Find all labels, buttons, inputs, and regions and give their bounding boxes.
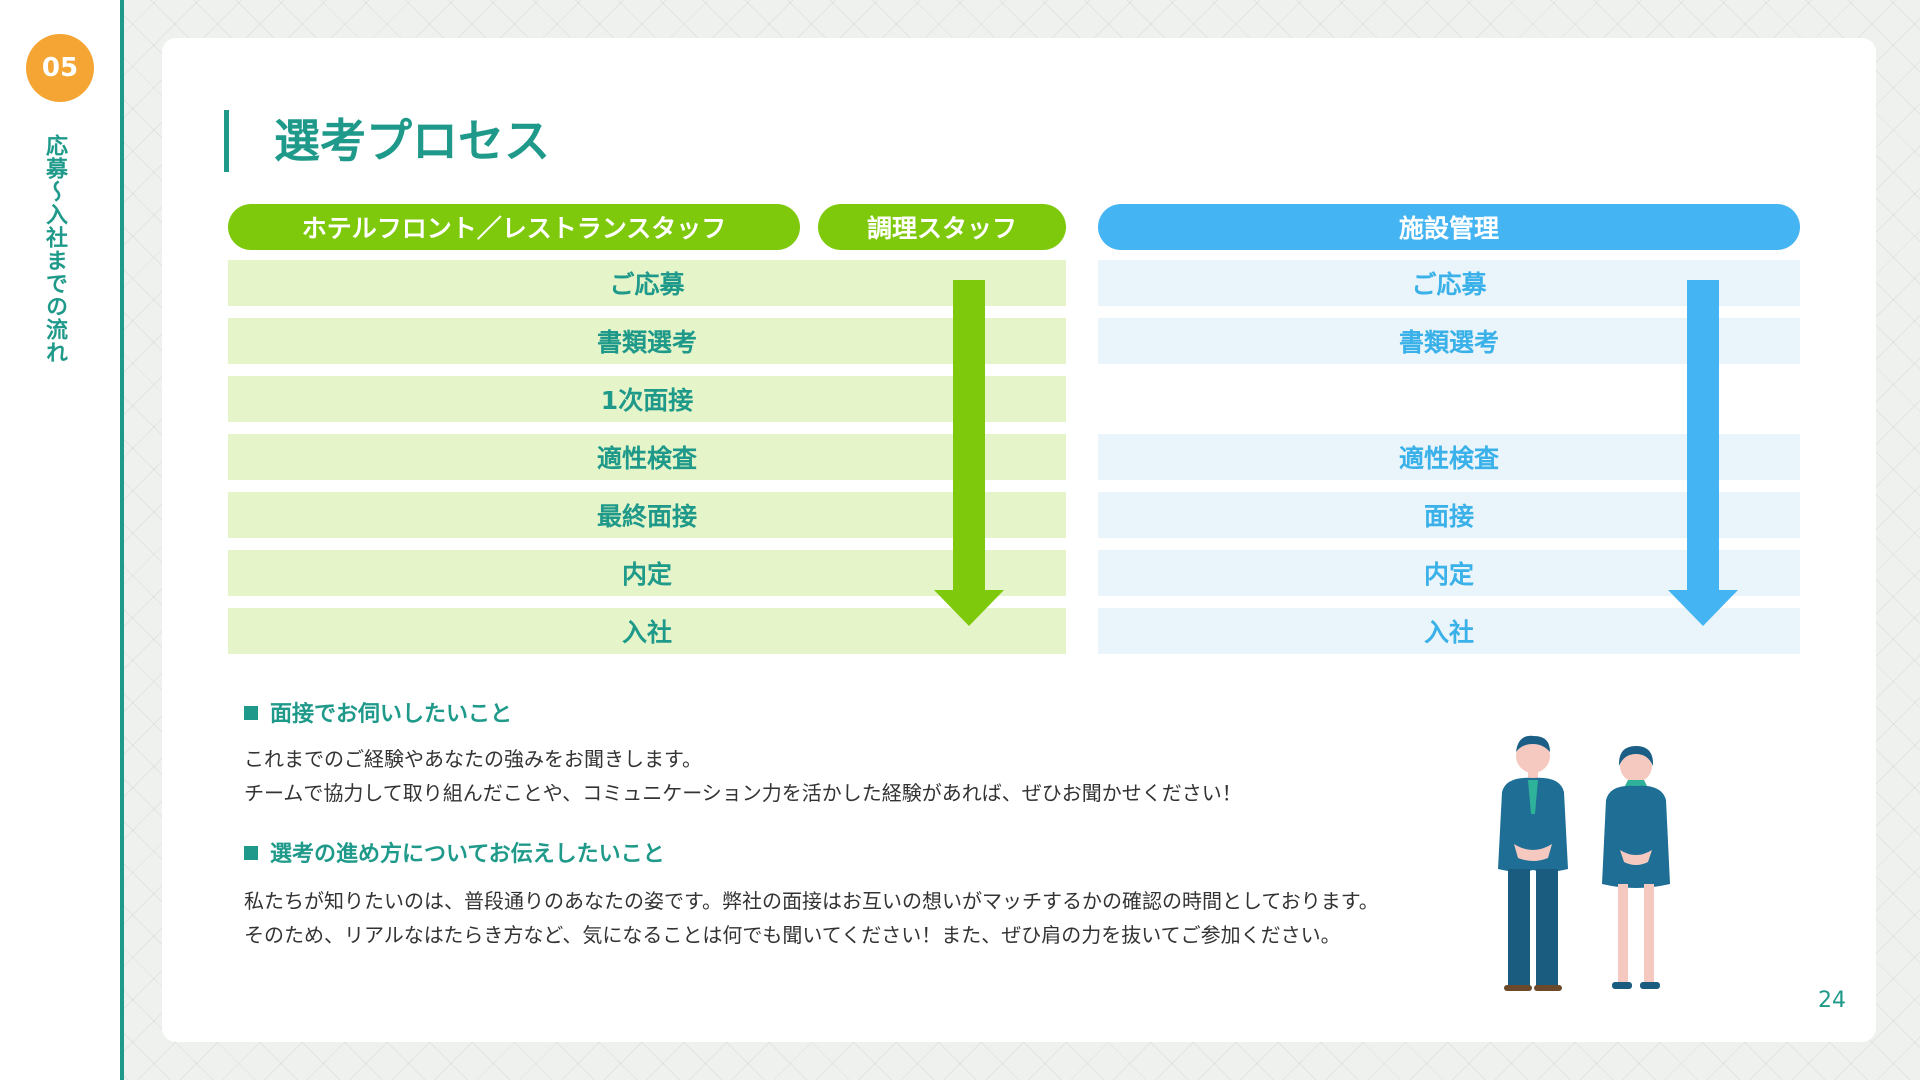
section-paragraph-process: 私たちが知りたいのは、普段通りのあなたの姿です。弊社の面接はお互いの想いがマッチ… xyxy=(244,884,1379,952)
section-label: 応募～入社までの流れ xyxy=(42,134,67,364)
blue-step-1: ご応募 xyxy=(1098,260,1800,306)
section-number-badge: 05 xyxy=(26,34,94,102)
female-staff-icon xyxy=(1602,746,1670,989)
green-flow-arrow xyxy=(934,280,1004,626)
section-heading-process: 選考の進め方についてお伝えしたいこと xyxy=(244,836,665,868)
paragraph-line: チームで協力して取り組んだことや、コミュニケーション力を活かした経験があれば、ぜ… xyxy=(244,781,1242,805)
column-header-facility: 施設管理 xyxy=(1098,204,1800,250)
page-number: 24 xyxy=(1818,988,1846,1013)
green-step-3: 1次面接 xyxy=(228,376,1066,422)
staff-illustration xyxy=(1498,735,1670,991)
paragraph-line: 私たちが知りたいのは、普段通りのあなたの姿です。弊社の面接はお互いの想いがマッチ… xyxy=(244,889,1379,913)
blue-flow-arrow xyxy=(1668,280,1738,626)
section-heading-text: 面接でお伺いしたいこと xyxy=(270,702,513,727)
paragraph-line: これまでのご経験やあなたの強みをお聞きします。 xyxy=(244,747,702,771)
blue-step-5: 面接 xyxy=(1098,492,1800,538)
paragraph-line: そのため、リアルなはたらき方など、気になることは何でも聞いてください！また、ぜひ… xyxy=(244,923,1341,947)
blue-step-7: 入社 xyxy=(1098,608,1800,654)
column-header-hotel: ホテルフロント／レストランスタッフ xyxy=(228,204,800,250)
blue-step-2: 書類選考 xyxy=(1098,318,1800,364)
content-card: 選考プロセス ホテルフロント／レストランスタッフ 調理スタッフ 施設管理 ご応募… xyxy=(162,38,1876,1042)
section-heading-text: 選考の進め方についてお伝えしたいこと xyxy=(270,842,665,867)
green-step-7: 入社 xyxy=(228,608,1066,654)
section-heading-interview: 面接でお伺いしたいこと xyxy=(244,696,512,728)
sidebar: 05 応募～入社までの流れ xyxy=(0,0,120,1080)
sidebar-divider xyxy=(120,0,124,1080)
green-step-2: 書類選考 xyxy=(228,318,1066,364)
blue-step-4: 適性検査 xyxy=(1098,434,1800,480)
column-header-cook: 調理スタッフ xyxy=(818,204,1066,250)
section-paragraph-interview: これまでのご経験やあなたの強みをお聞きします。 チームで協力して取り組んだことや… xyxy=(244,742,1242,810)
green-step-4: 適性検査 xyxy=(228,434,1066,480)
green-step-1: ご応募 xyxy=(228,260,1066,306)
square-bullet-icon xyxy=(244,846,258,860)
male-staff-icon xyxy=(1498,735,1568,991)
green-step-6: 内定 xyxy=(228,550,1066,596)
square-bullet-icon xyxy=(244,706,258,720)
page-title: 選考プロセス xyxy=(274,114,550,168)
blue-step-6: 内定 xyxy=(1098,550,1800,596)
green-step-5: 最終面接 xyxy=(228,492,1066,538)
title-accent-bar xyxy=(224,110,229,172)
